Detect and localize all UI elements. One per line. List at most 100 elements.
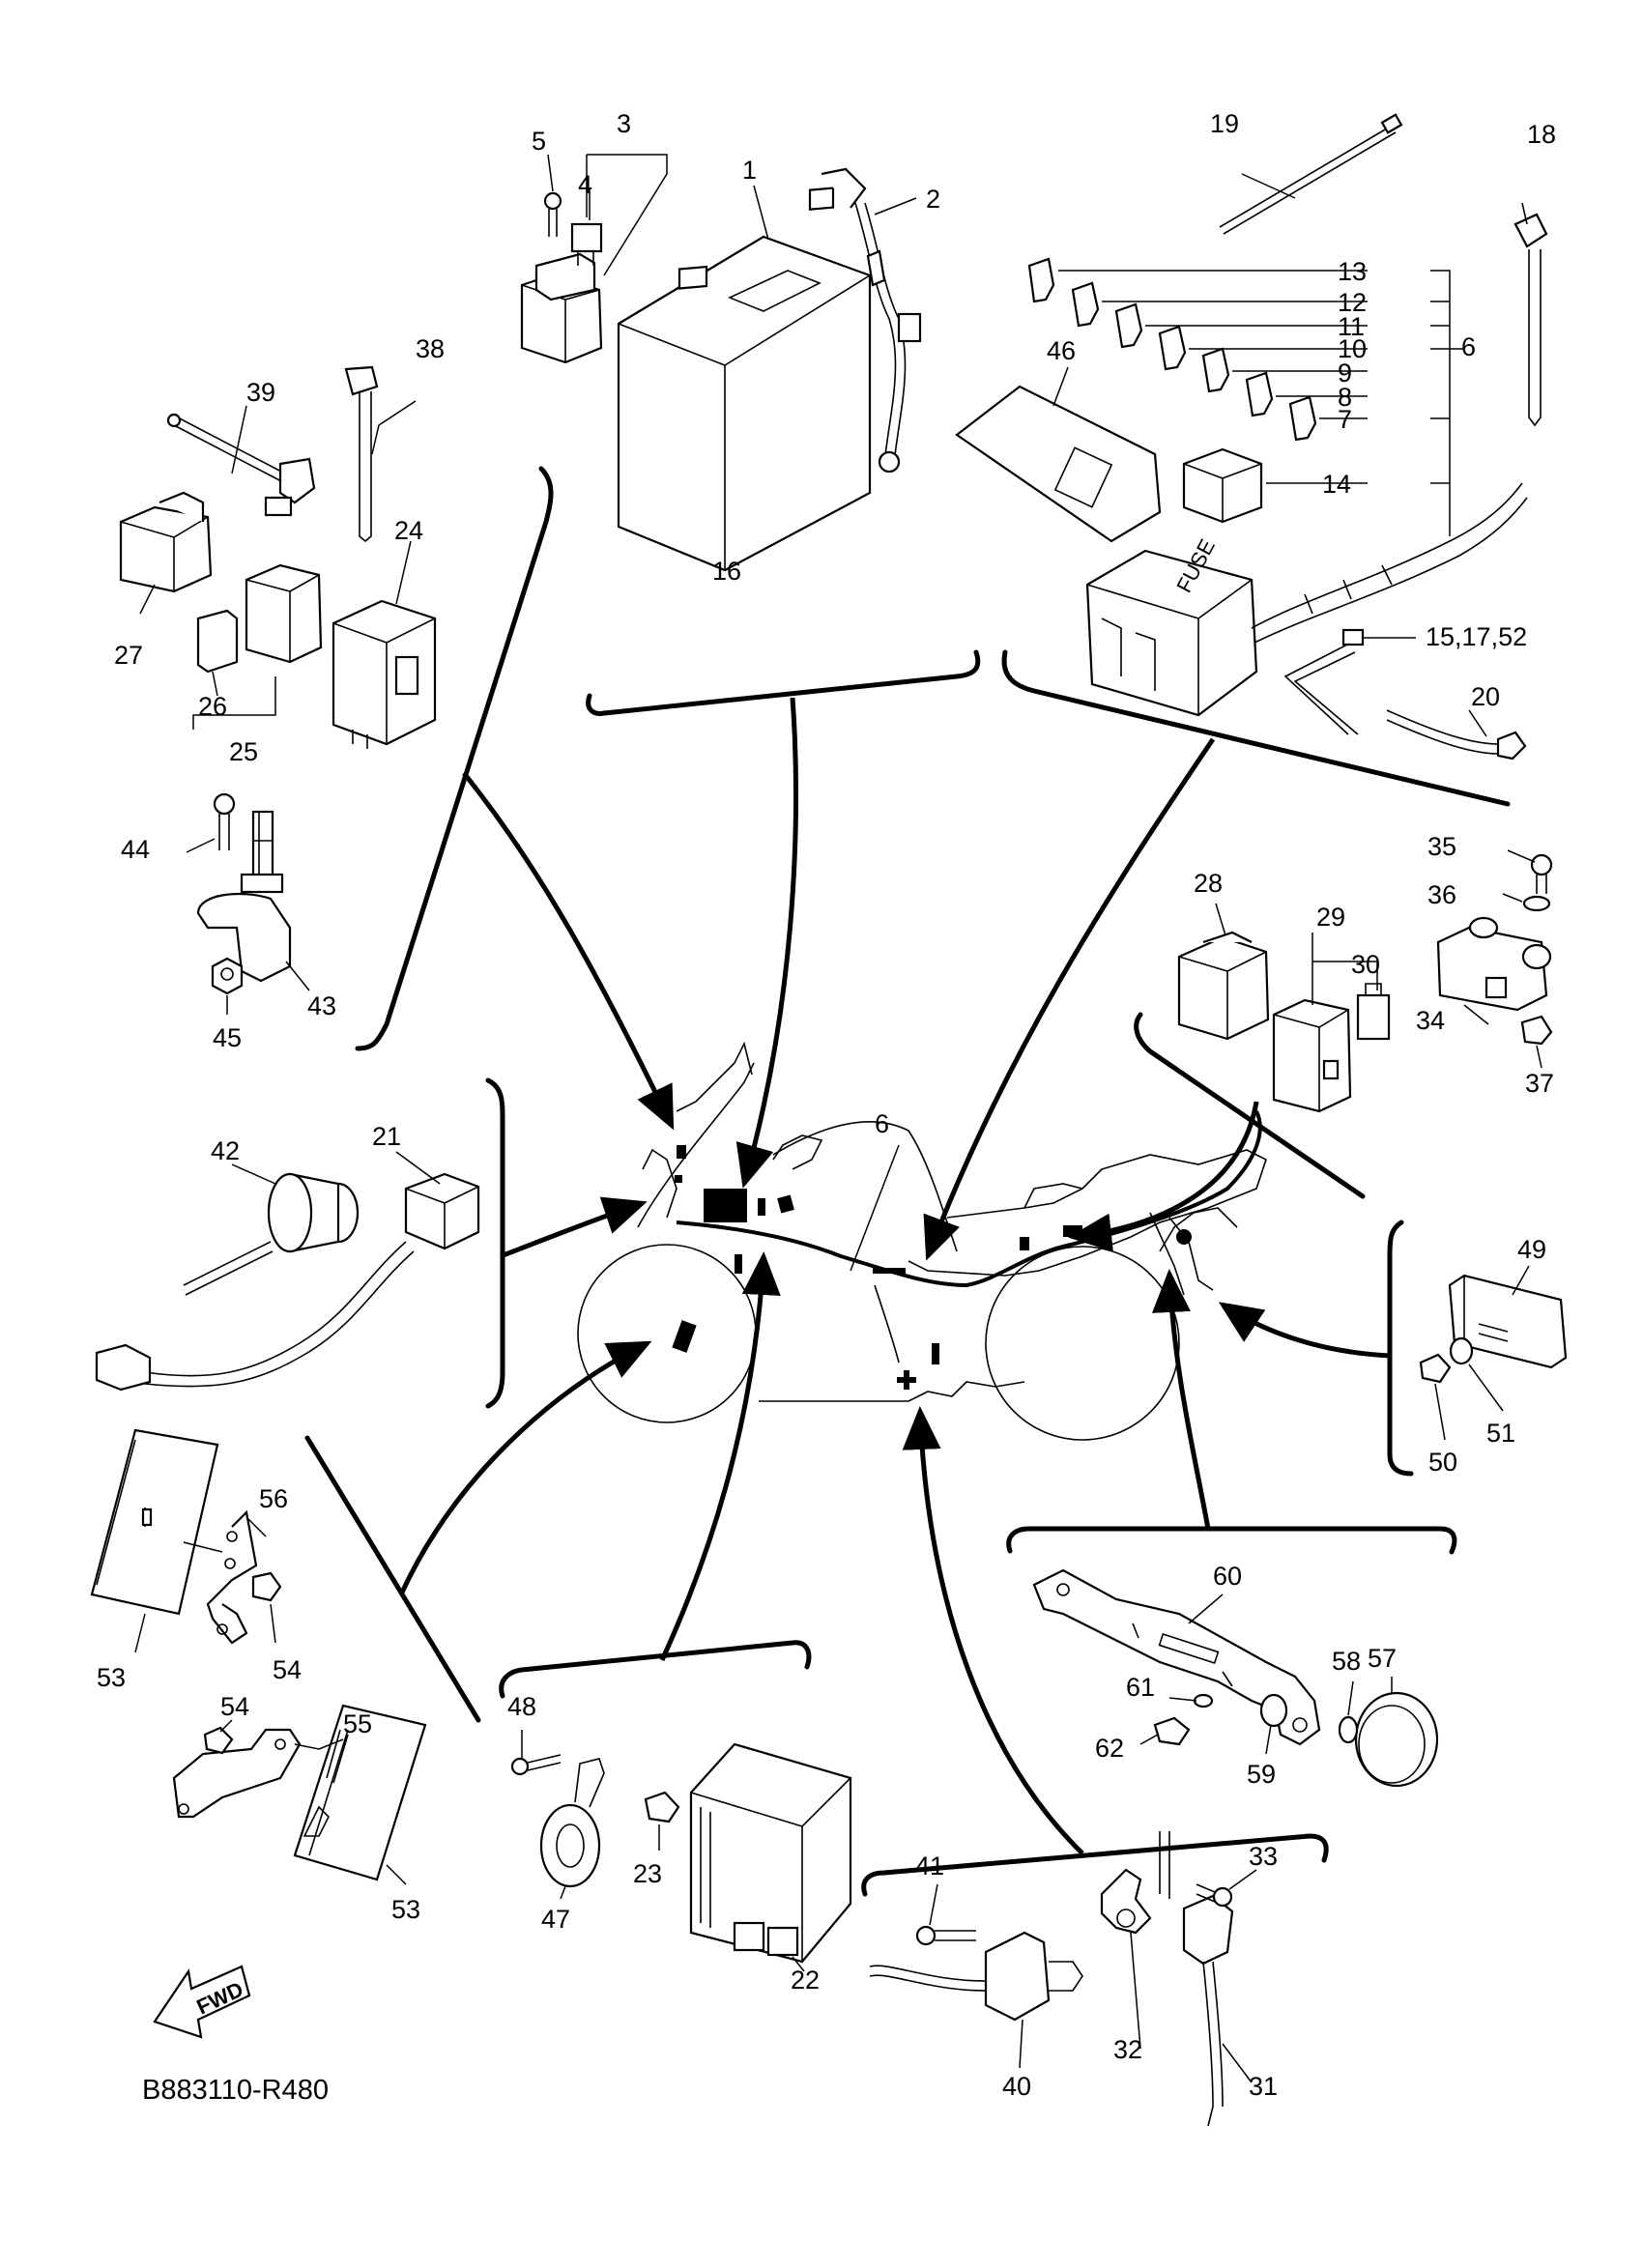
callout-16: 16 — [712, 557, 741, 586]
callout-50: 50 — [1428, 1448, 1457, 1477]
callout-30: 30 — [1351, 950, 1380, 979]
fuse-11 — [1114, 302, 1143, 349]
switch-group — [869, 1831, 1257, 2127]
callout-18: 18 — [1527, 120, 1556, 149]
callout-22: 22 — [791, 1966, 820, 1995]
reflector-53-lower — [293, 1704, 427, 1881]
callout-32: 32 — [1113, 2035, 1142, 2064]
callout-37: 37 — [1525, 1069, 1554, 1098]
wire-harness-6 — [1251, 482, 1528, 644]
lower-left-group — [90, 1428, 427, 1885]
callout-15-17-52: 15,17,52 — [1426, 622, 1527, 651]
callout-3: 3 — [617, 109, 631, 138]
wire-tie-18 — [1513, 202, 1548, 427]
bolt-33 — [1196, 1883, 1233, 1908]
callout-19: 19 — [1210, 109, 1239, 138]
fuse-10 — [1158, 325, 1187, 371]
horn-47 — [539, 1758, 605, 1888]
bracket-56 — [206, 1509, 258, 1645]
callout-28: 28 — [1194, 869, 1223, 898]
group-pointers — [398, 697, 1393, 1855]
ecu-22 — [689, 1742, 852, 1964]
callout-45: 45 — [213, 1023, 242, 1052]
washer-36 — [1522, 895, 1551, 912]
fuse-13 — [1027, 257, 1055, 303]
bracket-60 — [1032, 1568, 1321, 1746]
callout-20: 20 — [1471, 682, 1500, 711]
motorcycle-outline — [577, 1041, 1267, 1441]
callout-62: 62 — [1095, 1734, 1124, 1763]
callout-47: 47 — [541, 1905, 570, 1934]
relay-fuse — [570, 222, 603, 266]
sensor-31 — [1159, 1831, 1234, 2127]
callout-12: 12 — [1338, 288, 1367, 317]
connector-21 — [95, 1172, 480, 1392]
nut-50 — [1419, 1353, 1452, 1384]
sensor-34 — [1436, 916, 1552, 1012]
callout-6-top: 6 — [1461, 332, 1476, 361]
relay-29 — [1272, 998, 1352, 1113]
callout-49: 49 — [1517, 1235, 1546, 1264]
clamp-32 — [1100, 1868, 1152, 1935]
callout-40: 40 — [1002, 2072, 1031, 2101]
wire-tie-38 — [344, 365, 379, 543]
screw-41 — [915, 1925, 976, 1946]
fuse-8 — [1245, 371, 1274, 417]
callout-44: 44 — [121, 835, 150, 864]
left-mid-group — [95, 1151, 480, 1392]
washer-61 — [1193, 1693, 1214, 1708]
screw-44 — [213, 792, 236, 850]
callout-25: 25 — [229, 737, 258, 766]
callout-5: 5 — [532, 127, 546, 156]
fuse-puller-46 — [955, 385, 1162, 543]
callout-27: 27 — [114, 641, 143, 670]
fuse-12 — [1071, 281, 1100, 328]
callout-54-lower: 54 — [220, 1692, 249, 1721]
fuse-box: FUSE — [1085, 535, 1258, 717]
callout-33: 33 — [1249, 1842, 1278, 1871]
callout-31: 31 — [1249, 2072, 1278, 2101]
callout-42: 42 — [211, 1136, 240, 1165]
grommet-37 — [1520, 1015, 1553, 1046]
group-brackets — [304, 466, 1511, 1897]
callout-34: 34 — [1416, 1006, 1445, 1035]
callout-61: 61 — [1126, 1673, 1155, 1702]
callout-60: 60 — [1213, 1562, 1242, 1591]
fwd-arrow-icon: FWD — [153, 1965, 251, 2039]
callout-6-center: 6 — [875, 1109, 889, 1138]
callout-24: 24 — [394, 516, 423, 545]
callout-48: 48 — [507, 1692, 536, 1721]
relay-bolt — [543, 191, 562, 237]
screw-35 — [1530, 853, 1553, 894]
nut-45 — [211, 957, 244, 995]
relay-24 — [331, 599, 437, 749]
sensor-43 — [196, 810, 292, 983]
callout-29: 29 — [1316, 903, 1345, 932]
callout-7: 7 — [1338, 405, 1352, 434]
drawing-code: B883110-R480 — [142, 2075, 329, 2106]
callout-56: 56 — [259, 1484, 288, 1513]
connector-30 — [1356, 983, 1391, 1041]
callout-57: 57 — [1368, 1644, 1397, 1673]
left-top-group — [119, 365, 437, 749]
bracket-55 — [172, 1728, 302, 1819]
collar-59 — [1259, 1693, 1288, 1728]
washer-51 — [1449, 1336, 1474, 1365]
callout-10: 10 — [1338, 334, 1367, 363]
callout-13: 13 — [1338, 257, 1367, 286]
callout-43: 43 — [307, 991, 336, 1020]
callout-labels: 1 2 3 4 5 6 7 8 9 10 11 12 13 14 15,17,5… — [97, 109, 1556, 2101]
callout-46: 46 — [1047, 336, 1076, 365]
fuse-group: FUSE — [955, 113, 1548, 761]
wire-tie-39 — [166, 413, 316, 517]
washer-58 — [1338, 1715, 1359, 1744]
right-relay-group — [1177, 849, 1553, 1113]
callout-53-lower: 53 — [391, 1895, 420, 1924]
fuse-14 — [1182, 447, 1263, 524]
clamp-20 — [1386, 709, 1527, 761]
callout-41: 41 — [915, 1852, 944, 1880]
callout-4: 4 — [578, 170, 592, 199]
relay-28 — [1177, 931, 1270, 1041]
bracket-60-group — [1032, 1568, 1439, 1788]
horn-ecu-group — [510, 1730, 852, 1972]
